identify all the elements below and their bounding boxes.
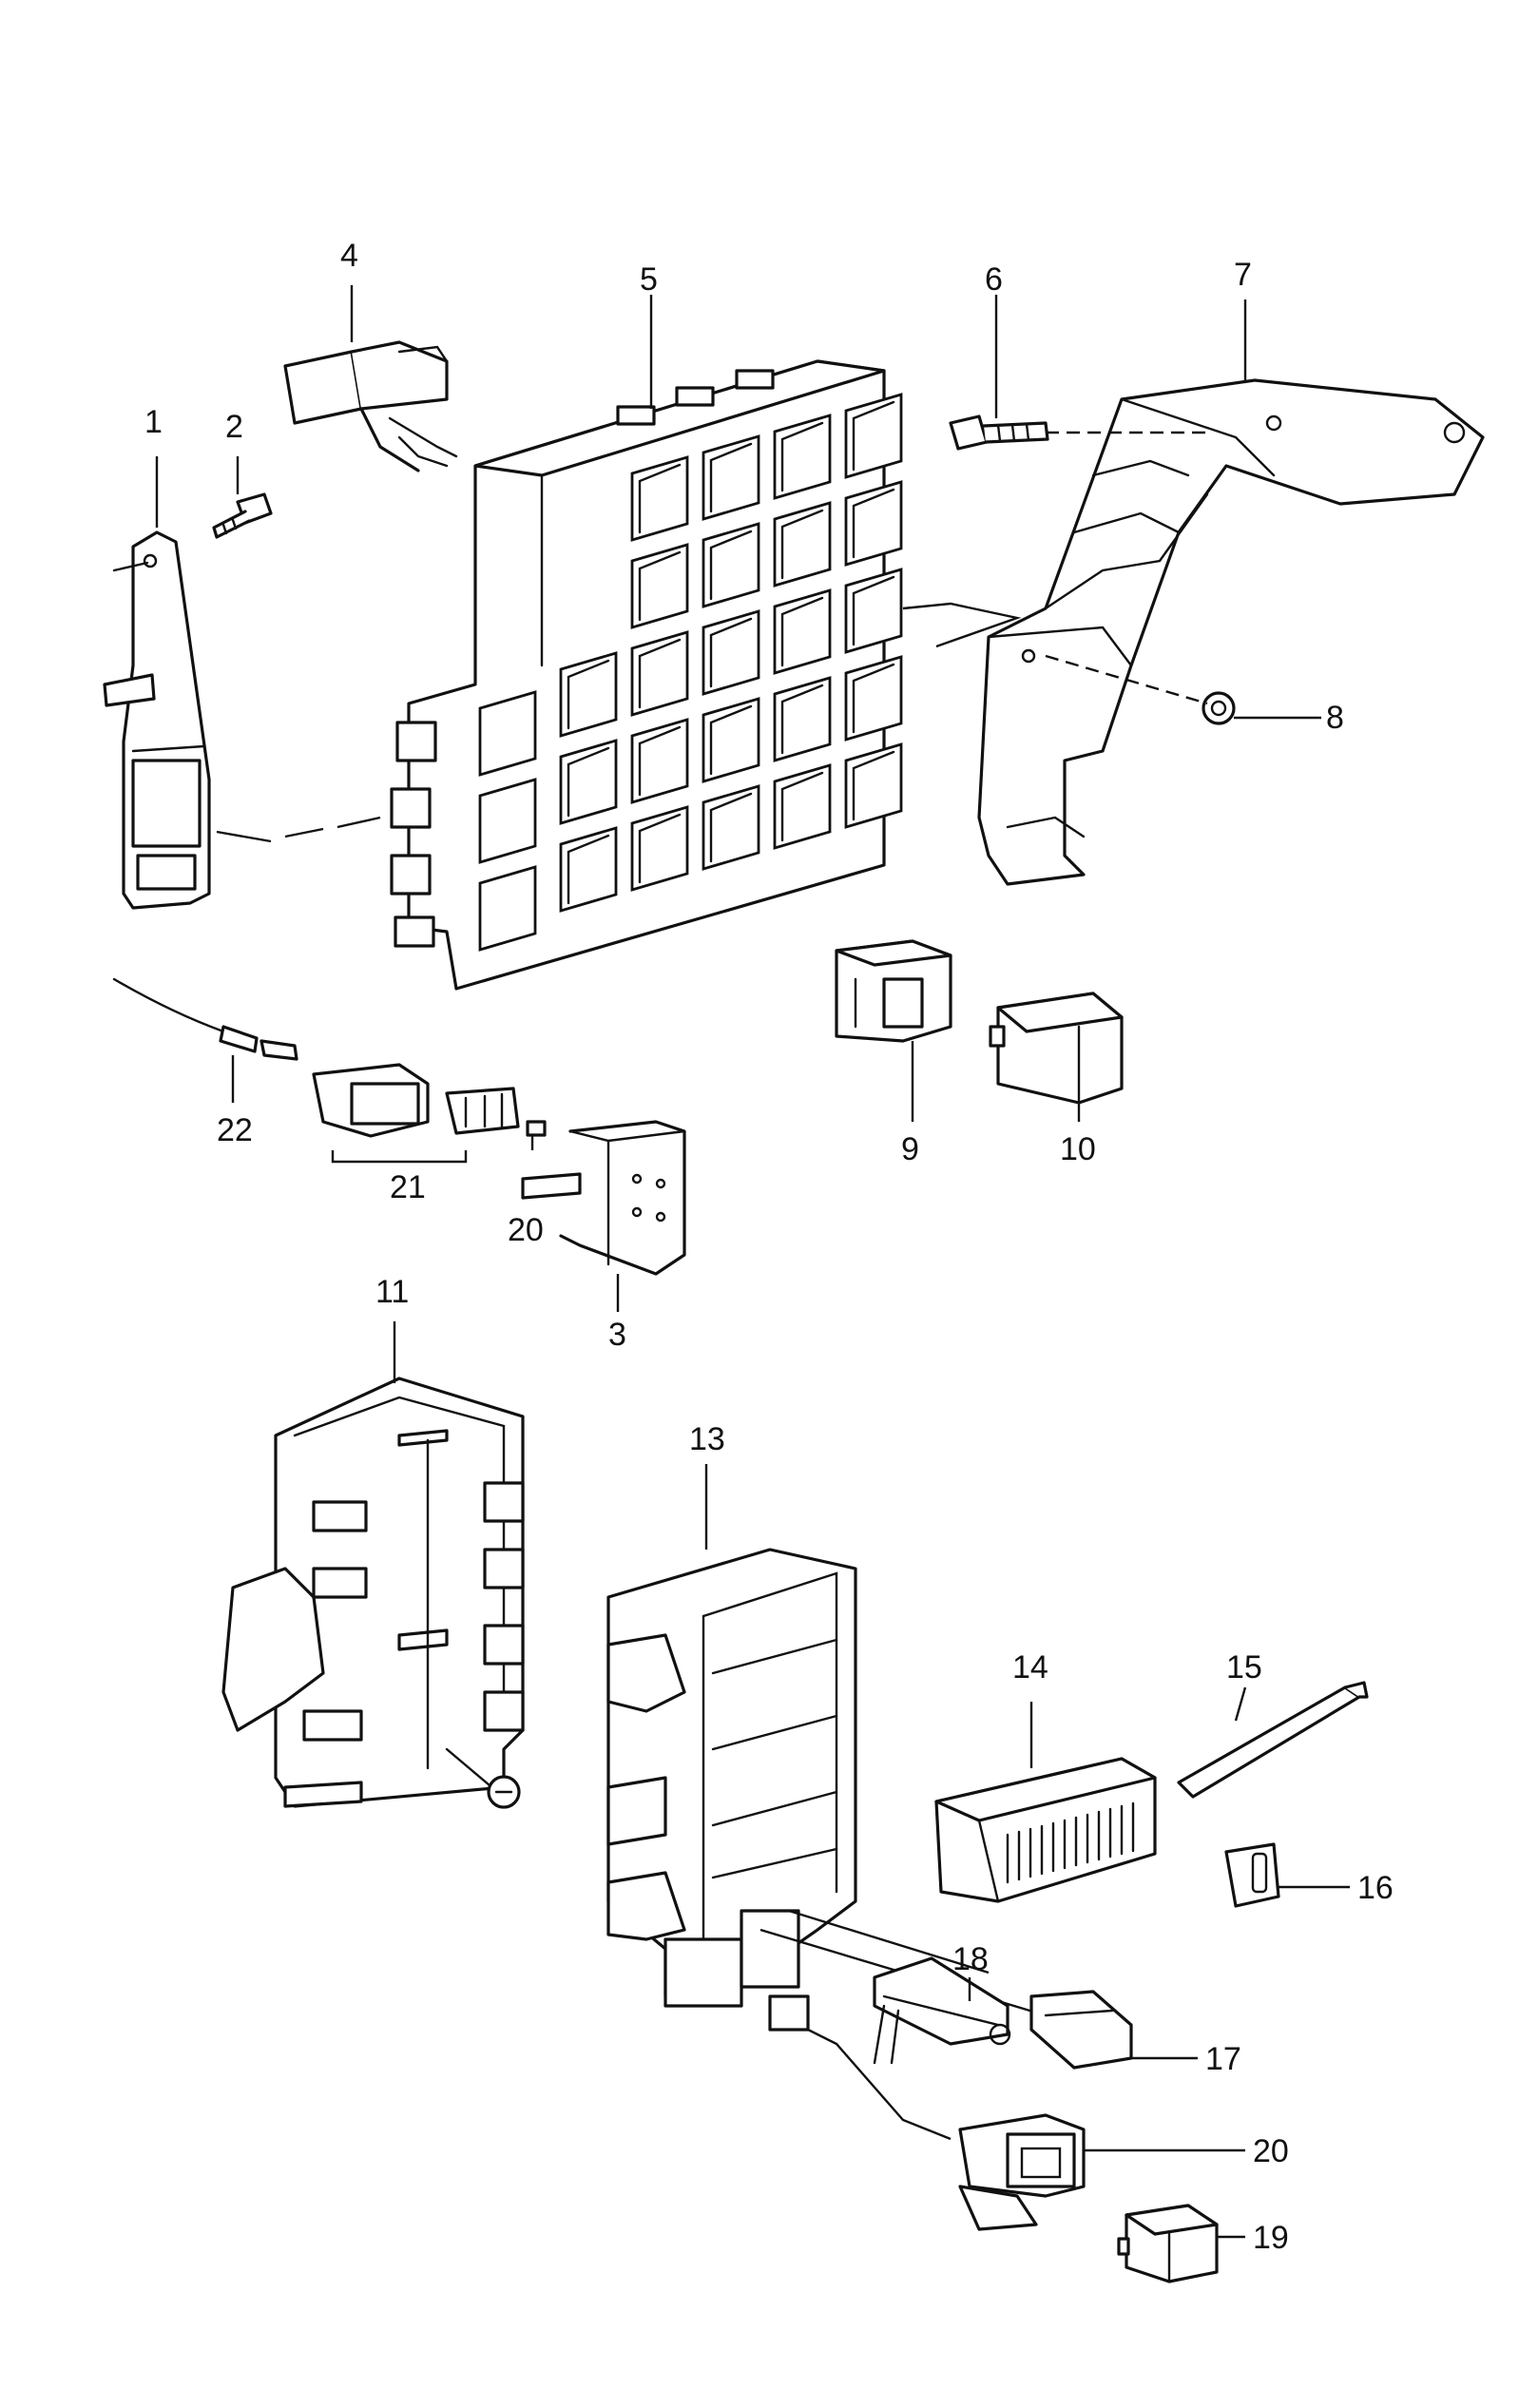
callout-2: 2: [225, 409, 243, 445]
part-6-bolt: [949, 414, 1049, 451]
grid-cell-inner: [638, 550, 682, 622]
grid-cell-inner: [567, 746, 610, 818]
callout-19: 19: [1253, 2220, 1289, 2256]
grid-cell-inner: [638, 638, 682, 709]
part-1-bracket: [103, 530, 211, 910]
callout-20-lower: 20: [1253, 2133, 1289, 2169]
grid-cell-inner: [709, 704, 753, 776]
callout-9: 9: [901, 1131, 919, 1167]
callout-labels: 1 2 3 4 5 6 7 8 9 10 11 13 14 15 16 17 1…: [144, 238, 1394, 2256]
grid-cell: [478, 865, 537, 952]
part-22-wire-lead: [112, 977, 298, 1061]
grid-cell-inner: [852, 663, 895, 734]
grid-cell-inner: [709, 792, 753, 863]
grid-cell-inner: [709, 530, 753, 601]
part-20-relay-socket-lower: [958, 2113, 1086, 2231]
part-5-relay-carrier: [390, 359, 903, 991]
part-19-relay: [1117, 2204, 1219, 2283]
grid-cell-inner: [638, 813, 682, 884]
callout-14: 14: [1012, 1649, 1048, 1686]
callout-7: 7: [1234, 257, 1252, 293]
grid-cell-inner: [780, 509, 824, 580]
part-7-support-bracket: [977, 378, 1485, 886]
callout-21: 21: [390, 1169, 426, 1205]
part-15-strip: [1177, 1681, 1369, 1799]
part-3-relay-holder: [521, 1120, 686, 1276]
callout-1: 1: [144, 404, 163, 440]
grid-cell-inner: [852, 400, 895, 472]
grid-cell-inner: [780, 684, 824, 755]
part-11-holder-frame: [221, 1377, 525, 1808]
part-20-small-clip-upper: [526, 1120, 547, 1137]
grid-cell-inner: [852, 488, 895, 559]
callout-4: 4: [340, 238, 358, 274]
part-screw: [445, 1747, 521, 1809]
part-18-connector-housing: [873, 1956, 1011, 2065]
part-2-bolt: [212, 492, 273, 539]
grid-cell: [478, 690, 537, 777]
grid-cell-inner: [852, 750, 895, 821]
grid-cell-inner: [638, 463, 682, 534]
grid-cell-inner: [638, 725, 682, 797]
callout-22: 22: [217, 1112, 253, 1148]
grid-cell-inner: [709, 442, 753, 513]
callout-3: 3: [608, 1317, 626, 1353]
callout-leaders: [155, 285, 1350, 2239]
assembly-guide-lines: [216, 431, 1208, 843]
grid-cell-inner: [780, 421, 824, 492]
grid-cell-inner: [567, 659, 610, 730]
grid-cell-inner: [780, 771, 824, 842]
part-13-fuse-box-frame: [606, 1548, 857, 2032]
callout-17: 17: [1205, 2041, 1241, 2077]
grid-cell-inner: [709, 617, 753, 688]
callout-11: 11: [375, 1274, 409, 1310]
callout-20: 20: [508, 1212, 544, 1248]
callout-10: 10: [1060, 1131, 1096, 1167]
part-14-fuse-carrier: [934, 1757, 1157, 1903]
callout-16: 16: [1357, 1870, 1394, 1906]
part-10-relay: [989, 992, 1124, 1105]
callout-13: 13: [689, 1421, 725, 1457]
part-16-fuse: [1224, 1842, 1280, 1908]
grid-cell-inner: [780, 596, 824, 667]
callout-15: 15: [1226, 1649, 1262, 1686]
callout-8: 8: [1326, 700, 1344, 736]
part-9-relay-socket: [835, 939, 952, 1043]
part-21-plug-housing: [312, 1063, 520, 1164]
part-8-nut: [1202, 691, 1236, 725]
part-4-clip: [283, 340, 458, 472]
grid-cell-inner: [852, 575, 895, 646]
part-17-connector: [1029, 1990, 1133, 2070]
callout-18: 18: [952, 1941, 989, 1977]
callout-6: 6: [985, 261, 1003, 298]
grid-cell: [478, 778, 537, 864]
grid-cell-inner: [567, 834, 610, 905]
callout-5: 5: [640, 261, 658, 298]
